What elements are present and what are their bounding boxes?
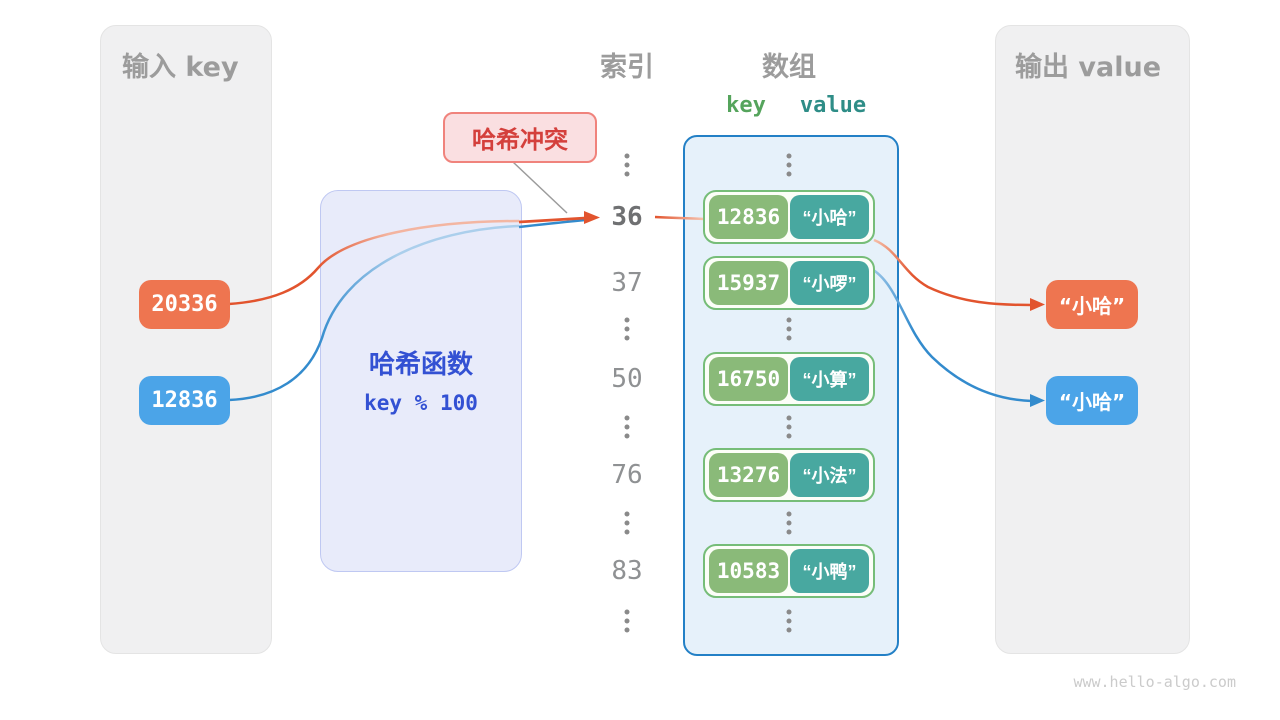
index-label-36: 36 xyxy=(611,202,643,232)
array-ellipsis xyxy=(786,153,792,177)
index-column-header: 索引 xyxy=(600,52,654,82)
entry-key: 10583 xyxy=(709,549,788,593)
entry-value: “小鸭” xyxy=(790,549,869,593)
input-key-chip: 20336 xyxy=(139,280,230,329)
input-panel xyxy=(100,25,272,654)
array-ellipsis xyxy=(786,415,792,439)
index-label-76: 76 xyxy=(611,460,643,490)
entry-key: 13276 xyxy=(709,453,788,497)
hash-collision-label: 哈希冲突 xyxy=(443,112,597,163)
key-column-header: key xyxy=(726,93,766,118)
entry-value: “小算” xyxy=(790,357,869,401)
array-entry-76: 13276“小法” xyxy=(703,448,875,502)
site-watermark: www.hello-algo.com xyxy=(1073,673,1236,691)
array-ellipsis xyxy=(786,317,792,341)
array-ellipsis xyxy=(786,511,792,535)
index-ellipsis xyxy=(624,153,630,177)
value-column-header: value xyxy=(799,93,867,118)
array-entry-50: 16750“小算” xyxy=(703,352,875,406)
input-key-chip: 12836 xyxy=(139,376,230,425)
output-value-chip: “小哈” xyxy=(1046,376,1138,425)
hash-function-formula: key % 100 xyxy=(364,391,478,415)
entry-value: “小法” xyxy=(790,453,869,497)
entry-value: “小哈” xyxy=(790,195,869,239)
array-entry-83: 10583“小鸭” xyxy=(703,544,875,598)
array-ellipsis xyxy=(786,609,792,633)
entry-key: 16750 xyxy=(709,357,788,401)
input-panel-title: 输入 key xyxy=(122,52,239,83)
output-panel xyxy=(995,25,1190,654)
array-entry-37: 15937“小啰” xyxy=(703,256,875,310)
hash-function-box: 哈希函数 key % 100 xyxy=(320,190,522,572)
index-ellipsis xyxy=(624,415,630,439)
index-ellipsis xyxy=(624,511,630,535)
entry-key: 15937 xyxy=(709,261,788,305)
index-label-83: 83 xyxy=(611,556,643,586)
index-ellipsis xyxy=(624,609,630,633)
array-column-header: 数组 xyxy=(762,52,816,82)
index-ellipsis xyxy=(624,317,630,341)
index-label-50: 50 xyxy=(611,364,643,394)
merge-line-blue xyxy=(518,218,586,229)
output-panel-title: 输出 value xyxy=(1015,52,1162,83)
arrowhead-to-index36 xyxy=(584,211,600,224)
entry-key: 12836 xyxy=(709,195,788,239)
hash-function-title: 哈希函数 xyxy=(368,349,473,379)
index-label-37: 37 xyxy=(611,268,643,298)
array-entry-36: 12836“小哈” xyxy=(703,190,875,244)
merge-line-orange xyxy=(518,216,587,224)
output-value-chip: “小哈” xyxy=(1046,280,1138,329)
entry-value: “小啰” xyxy=(790,261,869,305)
